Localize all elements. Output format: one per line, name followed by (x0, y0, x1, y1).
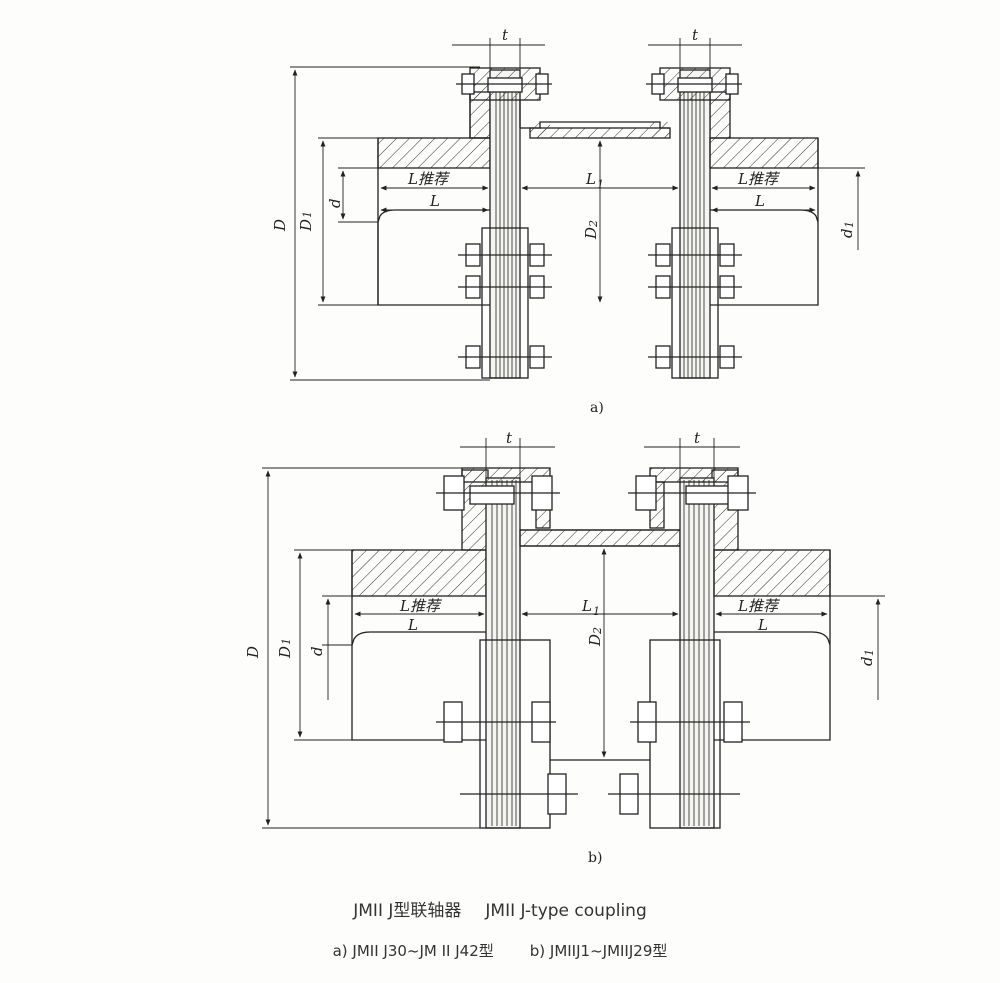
dim-d-a: d (326, 198, 344, 208)
dim-L-rec-left-b: L推荐 (399, 597, 443, 615)
right-hub-a (709, 137, 819, 306)
caption-title-en: JMII J-type coupling (485, 901, 647, 921)
dim-D1-sub-b: 1 (280, 638, 293, 645)
dimensions-a (290, 38, 865, 381)
dim-d-b: d (308, 646, 326, 656)
caption-sub-b: b) JMIIJ1~JMIIJ29型 (529, 942, 668, 960)
dim-D2-sub-b: 2 (591, 627, 604, 635)
spacer-a (529, 121, 671, 139)
dim-L-rec-right-a: L推荐 (737, 170, 781, 188)
right-hub-b (713, 549, 831, 741)
dim-D1-sub-a: 1 (301, 211, 314, 218)
dim-d1-sub-a: 1 (843, 221, 856, 228)
caption-subtitles: a) JMII J30~JM II J42型 b) JMIIJ1~JMIIJ29型 (0, 940, 1000, 961)
caption-title: JMII J型联轴器 JMII J-type coupling (0, 896, 1000, 921)
dim-D1-a: D (297, 219, 315, 232)
left-hub-a (377, 137, 491, 306)
caption-sub-a: a) JMII J30~JM II J42型 (332, 942, 494, 960)
dim-L-left-b: L (407, 616, 418, 634)
dim-D2-a: D (582, 227, 600, 240)
right-flange-a (659, 67, 731, 379)
dim-t-left-b: t (506, 429, 513, 447)
dim-L-left-a: L (429, 192, 440, 210)
dimensions-b (262, 438, 885, 829)
dim-L1-sub-b: 1 (593, 605, 600, 618)
left-hub-b (351, 549, 487, 741)
coupling-drawing: t t D D 1 d L推荐 L L 1 D 2 L推荐 L d 1 a) (244, 26, 885, 866)
left-flange-a (469, 67, 541, 379)
dimension-labels-a: t t D D 1 d L推荐 L L 1 D 2 L推荐 L d 1 a) (271, 26, 856, 416)
bolts-b (436, 475, 756, 815)
dim-L-right-b: L (757, 616, 768, 634)
dim-L-rec-right-b: L推荐 (737, 597, 781, 615)
dim-d1-a: d (838, 228, 856, 238)
dim-L1-a: L (585, 170, 596, 188)
figure-b (262, 438, 885, 829)
dim-D-b: D (244, 646, 262, 659)
figure-label-b: b) (588, 850, 602, 866)
dim-L-rec-left-a: L推荐 (407, 170, 451, 188)
dim-L1-b: L (581, 597, 592, 615)
dim-d1-b: d (858, 656, 876, 666)
dim-t-right-b: t (694, 429, 701, 447)
right-flange-b (649, 467, 739, 829)
dim-D2-sub-a: 2 (587, 220, 600, 228)
dim-D1-b: D (276, 646, 294, 659)
caption-title-cn: JMII J型联轴器 (353, 901, 462, 921)
bolts-a (456, 73, 742, 369)
dim-D2-b: D (586, 634, 604, 647)
figure-a (290, 38, 865, 381)
left-flange-b (461, 467, 551, 829)
dimension-labels-b: t t D D 1 d L推荐 L L 1 D 2 L推荐 L d 1 b) (244, 429, 876, 866)
figure-label-a: a) (590, 400, 604, 416)
dim-t-left-a: t (502, 26, 509, 44)
dim-D-a: D (271, 219, 289, 232)
dim-L1-sub-a: 1 (597, 178, 604, 191)
dim-d1-sub-b: 1 (863, 649, 876, 656)
dim-t-right-a: t (692, 26, 699, 44)
spacer-b (519, 529, 681, 761)
dim-L-right-a: L (754, 192, 765, 210)
